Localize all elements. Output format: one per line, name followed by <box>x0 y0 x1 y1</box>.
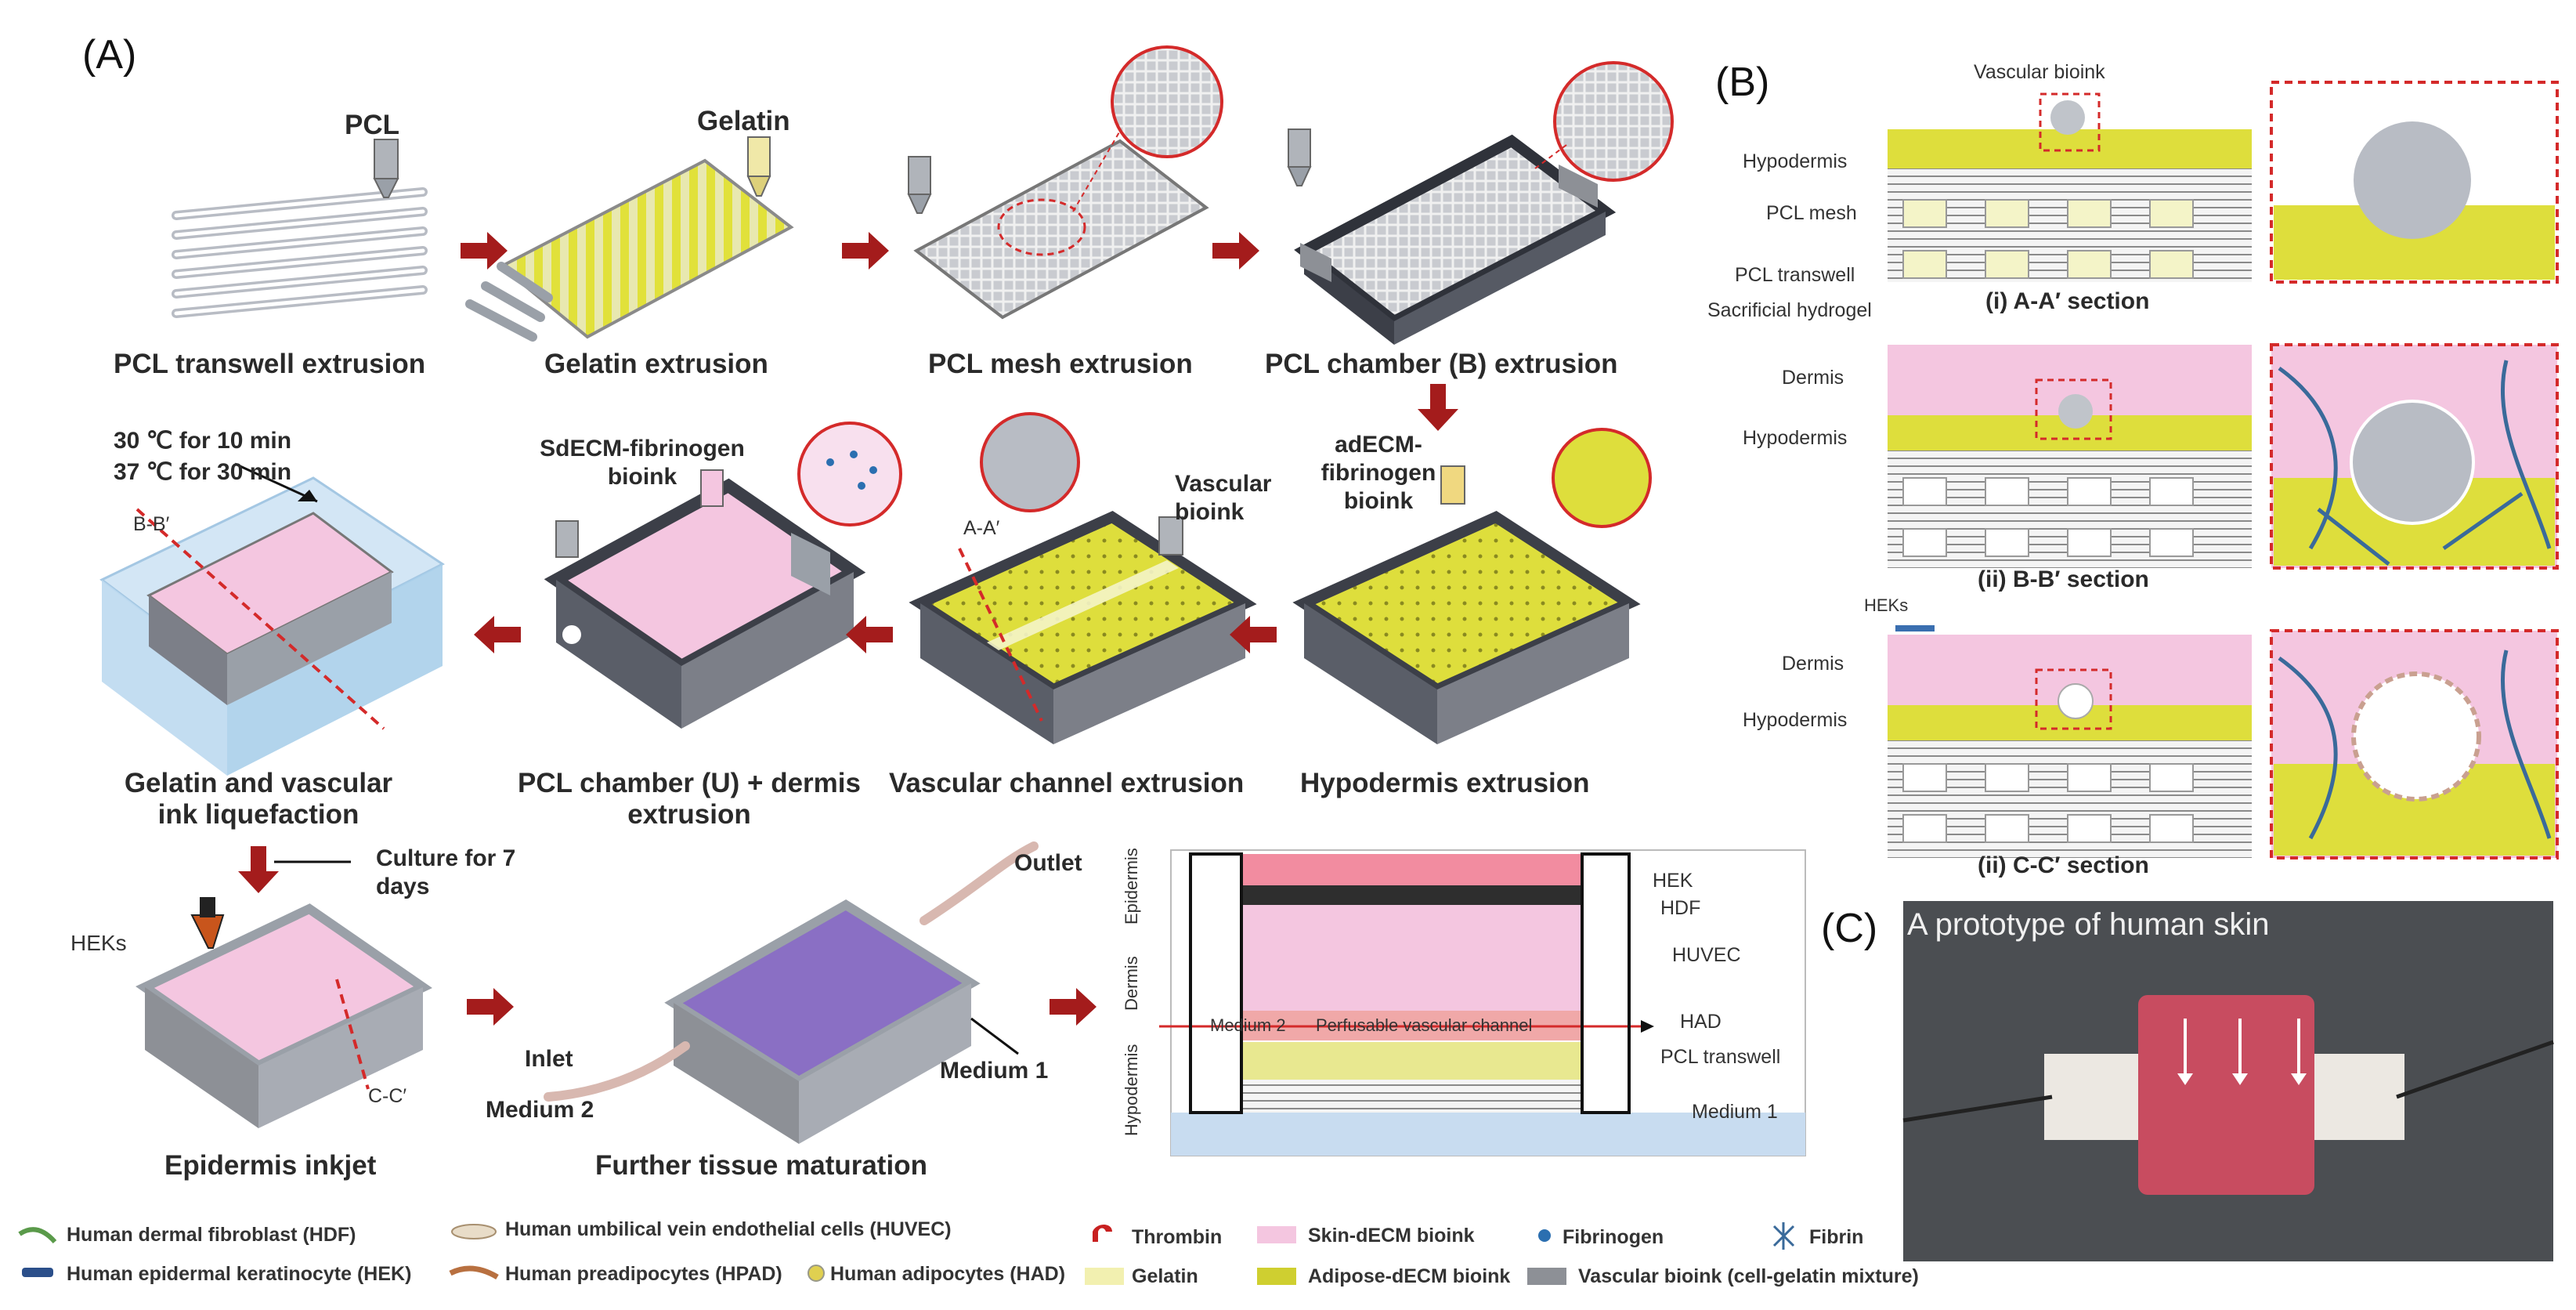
step-pcl-chamber-b: PCL chamber (B) extrusion <box>1265 349 1618 379</box>
label-gelatin: Gelatin <box>697 106 790 136</box>
legend-fibrinogen: Fibrinogen <box>1563 1226 1664 1248</box>
skin-decm-swatch <box>1257 1226 1296 1243</box>
label-outlet: Outlet <box>1014 850 1082 876</box>
legend-had: Human adipocytes (HAD) <box>830 1263 1066 1285</box>
xs-pcl-transwell: PCL transwell <box>1660 1046 1781 1068</box>
legend-hpad: Human preadipocytes (HPAD) <box>505 1263 782 1285</box>
step-maturation: Further tissue maturation <box>595 1150 927 1181</box>
legend-icons <box>18 1222 1795 1285</box>
adipocyte-icon <box>807 1265 825 1282</box>
b-section-2: (ii) B-B′ section <box>1978 566 2149 592</box>
b-pcl-mesh: PCL mesh <box>1766 202 1857 224</box>
step-epidermis-inkjet: Epidermis inkjet <box>164 1150 377 1181</box>
label-temp2: 37 ℃ for 30 min <box>114 459 292 485</box>
preadipocyte-icon <box>449 1265 499 1280</box>
legend-skin-decm: Skin-dECM bioink <box>1308 1225 1475 1247</box>
b-pcl-transwell: PCL transwell <box>1735 264 1855 286</box>
xs-huvec: HUVEC <box>1672 944 1741 966</box>
process-arrows-row1 <box>461 232 1458 431</box>
xs-hek: HEK <box>1653 870 1693 892</box>
step-pcl-mesh: PCL mesh extrusion <box>928 349 1193 379</box>
gelatin-swatch <box>1085 1268 1124 1285</box>
label-medium1: Medium 1 <box>940 1058 1049 1084</box>
label-inlet: Inlet <box>525 1046 573 1072</box>
legend-hek: Human epidermal keratinocyte (HEK) <box>67 1263 412 1285</box>
thrombin-icon <box>1093 1225 1112 1242</box>
label-culture: Culture for 7 days <box>376 845 516 899</box>
panel-b-sections <box>1888 81 2559 859</box>
panel-b-label: (B) <box>1715 60 1770 105</box>
vascular-bioink-swatch <box>1527 1268 1566 1285</box>
step-vascular-channel: Vascular channel extrusion <box>889 768 1245 798</box>
legend-fibrin: Fibrin <box>1809 1226 1864 1248</box>
b-section-1: (i) A-A′ section <box>1985 288 2150 314</box>
adipose-decm-swatch <box>1257 1268 1296 1285</box>
label-pcl: PCL <box>345 110 399 140</box>
b-hypodermis-1: Hypodermis <box>1743 150 1848 172</box>
label-medium2: Medium 2 <box>486 1097 594 1123</box>
b-dermis-3: Dermis <box>1782 653 1844 675</box>
b-heks: HEKs <box>1864 595 1909 615</box>
label-heks: HEKs <box>70 931 127 955</box>
b-dermis-2: Dermis <box>1782 367 1844 389</box>
fibrin-icon <box>1772 1222 1795 1250</box>
xs-medium1: Medium 1 <box>1692 1101 1778 1123</box>
label-cc: C-C′ <box>368 1085 407 1107</box>
pcl-transwell-illustration <box>172 139 428 318</box>
label-vascular-bioink: Vascular bioink <box>1175 471 1272 525</box>
b-sacrificial: Sacrificial hydrogel <box>1707 299 1872 321</box>
step-pcl-transwell: PCL transwell extrusion <box>114 349 426 379</box>
pcl-chamber-u-illustration <box>544 422 902 729</box>
c-photo-title: A prototype of human skin <box>1907 907 2270 942</box>
b-hypodermis-3: Hypodermis <box>1743 709 1848 731</box>
label-temp1: 30 ℃ for 10 min <box>114 428 292 454</box>
panel-c-photo <box>1902 901 2554 1261</box>
gelatin-illustration <box>465 136 794 342</box>
step-gelatin: Gelatin extrusion <box>544 349 768 379</box>
b-section-3: (ii) C-C′ section <box>1978 852 2149 878</box>
maturation-illustration <box>544 841 1039 1144</box>
fibroblast-icon <box>18 1227 57 1244</box>
step-hypodermis: Hypodermis extrusion <box>1300 768 1590 798</box>
legend-hdf: Human dermal fibroblast (HDF) <box>67 1224 356 1246</box>
tissue-cross-section <box>1159 849 1806 1156</box>
panel-a-label: (A) <box>82 32 137 78</box>
xs-dermis: Dermis <box>1122 956 1141 1011</box>
keratinocyte-icon <box>22 1268 53 1277</box>
legend-adipose-decm: Adipose-dECM bioink <box>1308 1265 1511 1287</box>
label-aa: A-A′ <box>963 517 1000 539</box>
xs-channel: Perfusable vascular channel <box>1316 1015 1533 1035</box>
b-vascular-bioink: Vascular bioink <box>1974 61 2105 83</box>
label-bb: B-B′ <box>133 513 170 535</box>
xs-epidermis: Epidermis <box>1122 848 1141 925</box>
endothelial-cell-icon <box>451 1224 497 1239</box>
b-hypodermis-2: Hypodermis <box>1743 427 1848 449</box>
legend-huvec: Human umbilical vein endothelial cells (… <box>505 1218 952 1240</box>
step-pcl-chamber-u: PCL chamber (U) + dermis extrusion <box>518 768 861 830</box>
xs-medium2: Medium 2 <box>1210 1015 1286 1035</box>
step-gel-liquefaction: Gelatin and vascular ink liquefaction <box>124 768 393 830</box>
panel-c-label: (C) <box>1821 906 1878 951</box>
label-adecm: adECM-fibrinogen bioink <box>1321 432 1436 514</box>
xs-had: HAD <box>1680 1011 1722 1033</box>
legend-vascular-bioink: Vascular bioink (cell-gelatin mixture) <box>1578 1265 1919 1287</box>
vascular-channel-illustration <box>909 412 1257 744</box>
fibrinogen-icon <box>1538 1229 1551 1242</box>
liquefaction-illustration <box>99 462 445 776</box>
xs-hypodermis: Hypodermis <box>1122 1044 1141 1136</box>
legend-gelatin: Gelatin <box>1132 1265 1198 1287</box>
epidermis-inkjet-illustration <box>135 897 432 1128</box>
xs-hdf: HDF <box>1660 897 1701 919</box>
pcl-chamber-b-illustration <box>1287 61 1674 345</box>
pcl-mesh-illustration <box>907 45 1223 320</box>
label-sdecm: SdECM-fibrinogen bioink <box>540 436 745 490</box>
hypodermis-illustration <box>1292 428 1652 744</box>
legend-thrombin: Thrombin <box>1132 1226 1223 1248</box>
process-arrows-row2 <box>238 616 1277 1026</box>
